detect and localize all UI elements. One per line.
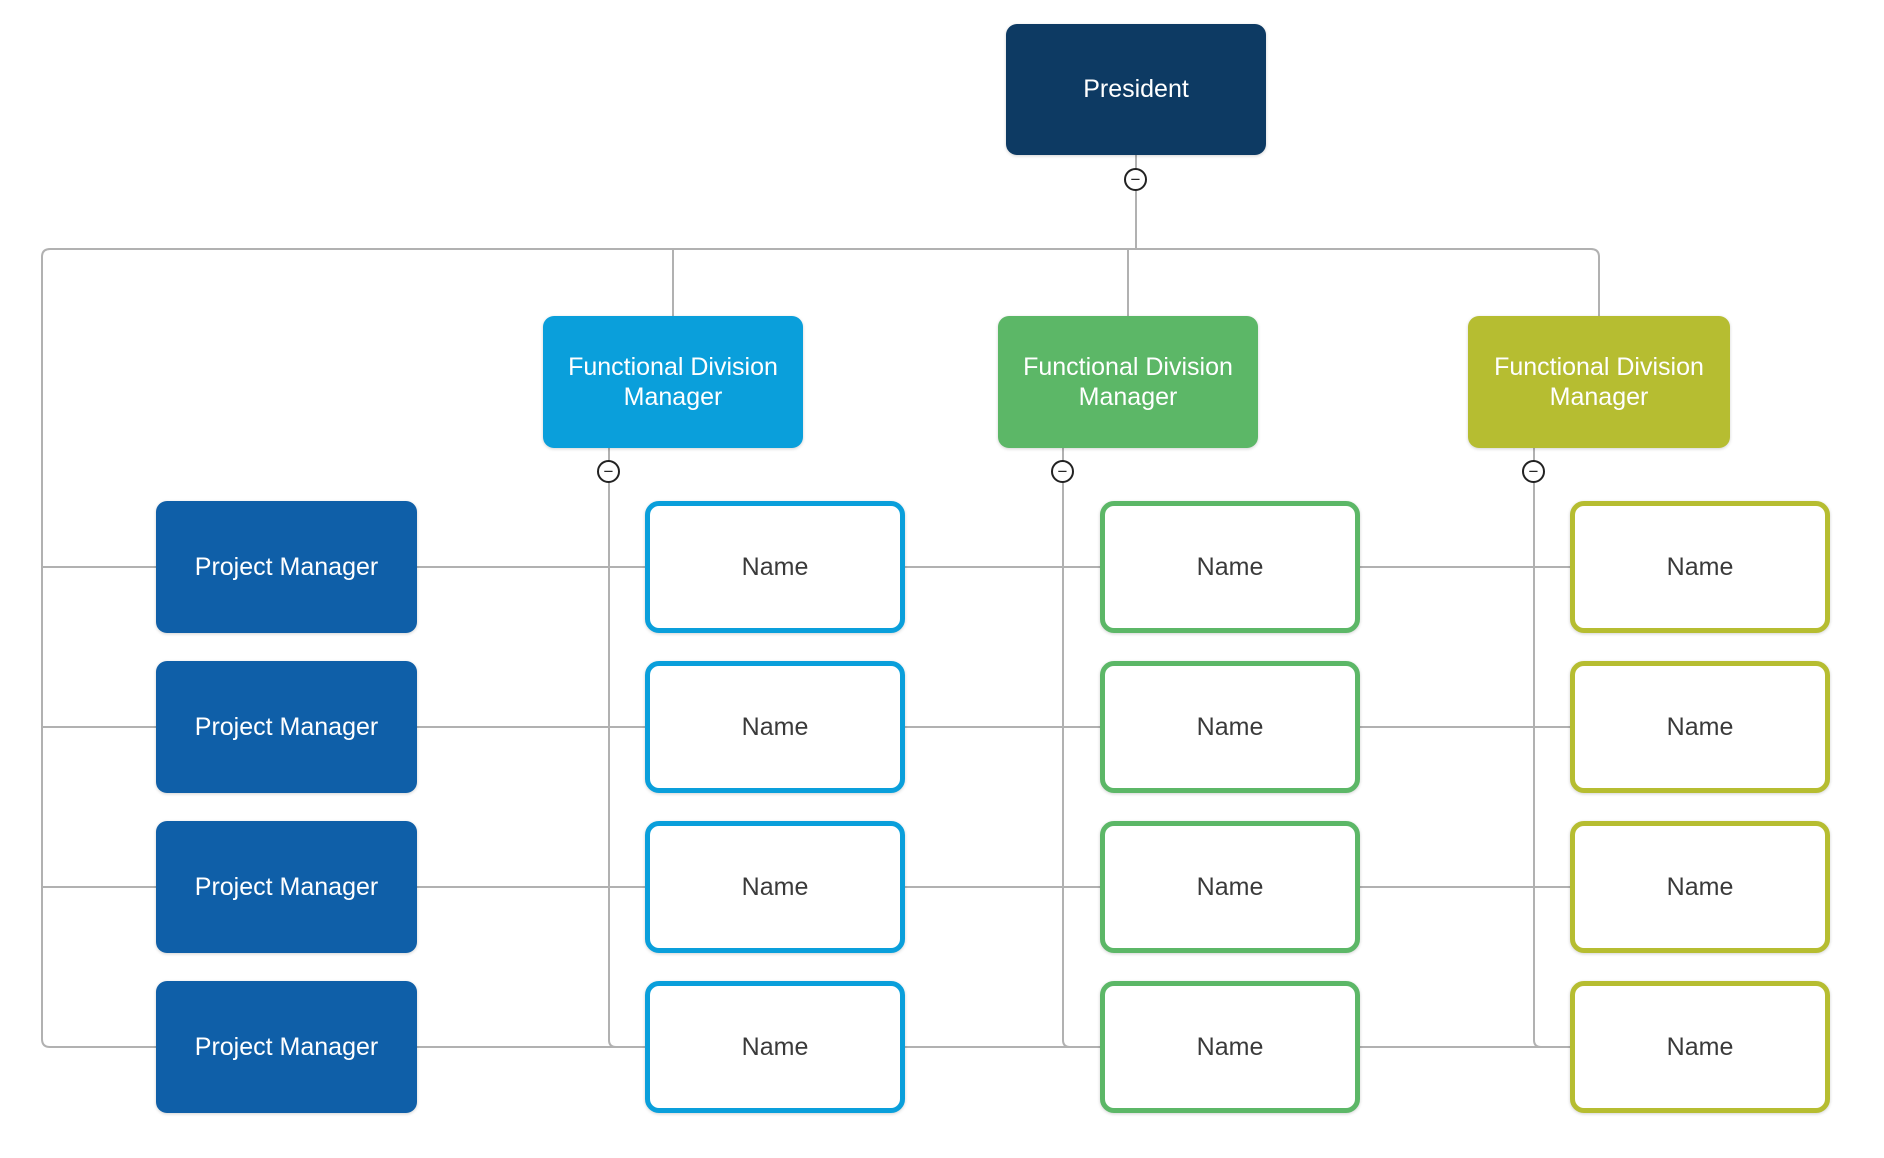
member-name-label: Name [741,712,809,741]
node-member-division3-row3[interactable]: Name [1570,821,1830,953]
node-project-manager-4[interactable]: Project Manager [156,981,417,1113]
node-member-division2-row4[interactable]: Name [1100,981,1360,1113]
division-manager-label: Functional Division Manager [1023,352,1233,412]
node-member-division2-row3[interactable]: Name [1100,821,1360,953]
member-name-label: Name [1666,872,1734,901]
member-name-label: Name [1196,712,1264,741]
node-member-division1-row2[interactable]: Name [645,661,905,793]
project-manager-label: Project Manager [194,872,379,901]
node-functional-division-manager-1[interactable]: Functional Division Manager [543,316,803,448]
node-functional-division-manager-3[interactable]: Functional Division Manager [1468,316,1730,448]
project-manager-label: Project Manager [194,712,379,741]
division-manager-label: Functional Division Manager [568,352,778,412]
project-manager-label: Project Manager [194,1032,379,1061]
member-name-label: Name [1196,872,1264,901]
connector-division3-vertical [1533,448,1542,1048]
collapse-minus-icon[interactable]: − [1522,460,1545,483]
member-name-label: Name [1196,1032,1264,1061]
node-member-division1-row3[interactable]: Name [645,821,905,953]
node-member-division3-row4[interactable]: Name [1570,981,1830,1113]
collapse-minus-icon[interactable]: − [597,460,620,483]
node-project-manager-2[interactable]: Project Manager [156,661,417,793]
division-manager-label: Functional Division Manager [1494,352,1704,412]
project-manager-label: Project Manager [194,552,379,581]
collapse-minus-icon[interactable]: − [1051,460,1074,483]
president-label: President [1083,75,1189,104]
node-member-division3-row1[interactable]: Name [1570,501,1830,633]
node-member-division2-row1[interactable]: Name [1100,501,1360,633]
connector-top-rail-and-left-bracket [41,248,1612,1048]
node-functional-division-manager-2[interactable]: Functional Division Manager [998,316,1258,448]
node-project-manager-1[interactable]: Project Manager [156,501,417,633]
member-name-label: Name [741,1032,809,1061]
node-member-division3-row2[interactable]: Name [1570,661,1830,793]
connector-division2-vertical [1062,448,1071,1048]
node-project-manager-3[interactable]: Project Manager [156,821,417,953]
member-name-label: Name [741,872,809,901]
member-name-label: Name [1666,552,1734,581]
node-member-division1-row4[interactable]: Name [645,981,905,1113]
node-member-division2-row2[interactable]: Name [1100,661,1360,793]
member-name-label: Name [1196,552,1264,581]
member-name-label: Name [741,552,809,581]
node-president[interactable]: President [1006,24,1266,155]
node-member-division1-row1[interactable]: Name [645,501,905,633]
member-name-label: Name [1666,1032,1734,1061]
member-name-label: Name [1666,712,1734,741]
connector-division1-vertical [608,448,617,1048]
collapse-minus-icon[interactable]: − [1124,168,1147,191]
